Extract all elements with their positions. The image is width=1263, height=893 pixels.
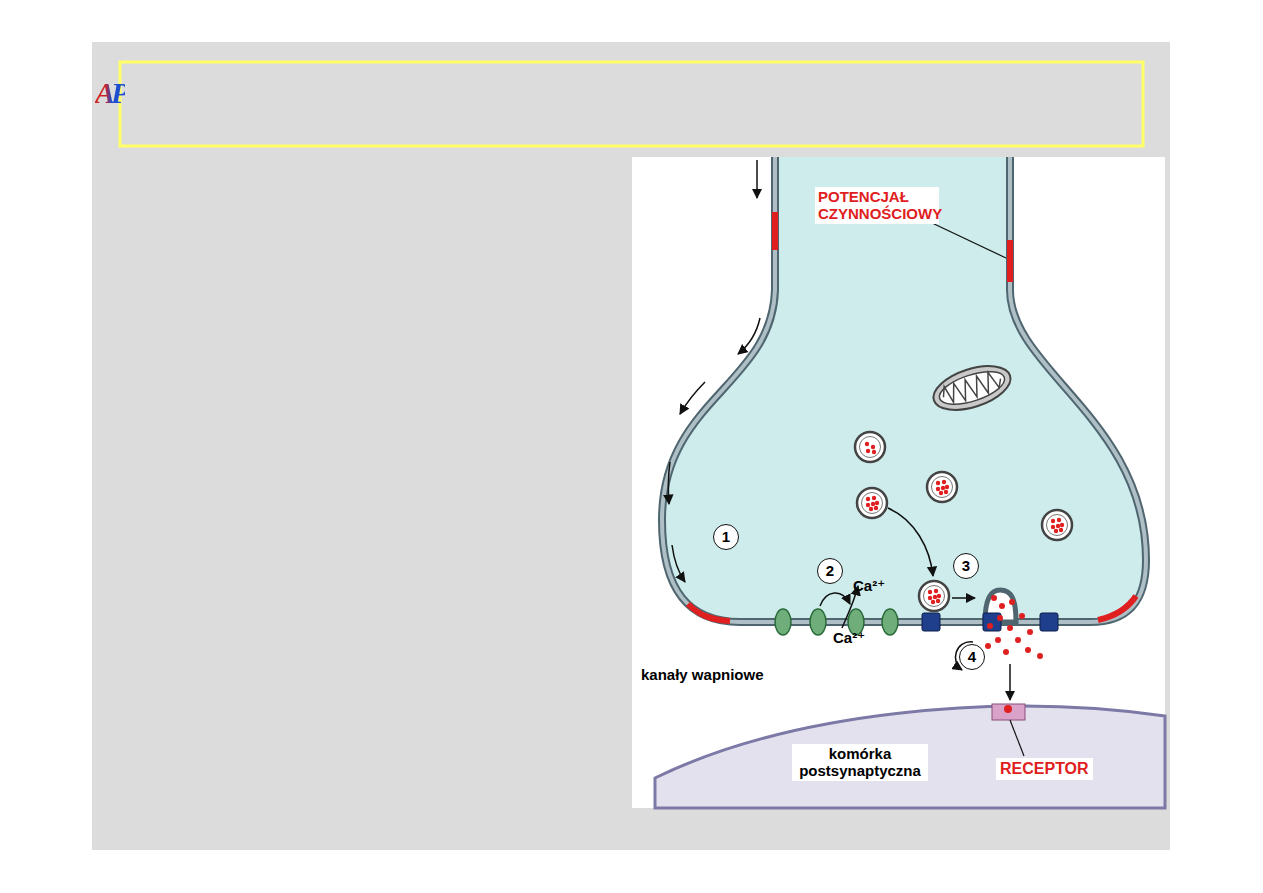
slide-ground xyxy=(92,42,1170,850)
snare-protein xyxy=(922,613,1058,631)
neurotransmitter xyxy=(1003,649,1009,655)
leader-line xyxy=(1010,720,1024,756)
leader-line xyxy=(930,222,1006,258)
part-label: kanały wapniowe xyxy=(641,667,764,684)
neurotransmitter xyxy=(997,615,1003,621)
mitochondrion xyxy=(928,358,1016,419)
neurotransmitter xyxy=(1019,613,1025,619)
propagation-arrow xyxy=(668,160,760,582)
part-label: komórka postsynaptyczna xyxy=(792,744,928,781)
synaptic-vesicle xyxy=(1042,510,1072,540)
callout-number: 2 xyxy=(817,558,843,584)
synaptic-vesicle xyxy=(855,432,885,462)
action-potential-label: POTENCJAŁ CZYNNOŚCIOWY xyxy=(815,187,939,224)
figure-panel xyxy=(632,157,1165,808)
callout-number: 3 xyxy=(953,553,979,579)
neurotransmitter xyxy=(1009,599,1015,605)
part-label: RECEPTOR xyxy=(996,758,1093,780)
bound-transmitter xyxy=(1004,705,1012,713)
synaptic-vesicle xyxy=(919,581,949,611)
ion-label: Ca²⁺ xyxy=(833,630,865,647)
neurotransmitter xyxy=(995,637,1001,643)
vesicle-arrow xyxy=(820,508,1010,700)
neurotransmitter xyxy=(1037,653,1043,659)
receptor xyxy=(992,704,1025,720)
neurotransmitter xyxy=(1025,647,1031,653)
callout-number: 1 xyxy=(713,524,739,550)
title-frame xyxy=(120,62,1143,146)
synaptic-vesicle xyxy=(857,488,887,518)
presynaptic-terminal xyxy=(662,157,1146,622)
neurotransmitter xyxy=(985,595,1043,659)
action-potential-segment xyxy=(688,212,1136,621)
synaptic-vesicle xyxy=(927,472,957,502)
neurotransmitter xyxy=(1007,625,1013,631)
neurotransmitter xyxy=(1027,629,1033,635)
neurotransmitter xyxy=(987,623,993,629)
neurotransmitter xyxy=(999,603,1005,609)
synaptic-vesicle xyxy=(855,432,1072,611)
neurotransmitter xyxy=(991,595,997,601)
ion-label: Ca²⁺ xyxy=(853,578,885,595)
neurotransmitter xyxy=(985,643,991,649)
postsynaptic-cell xyxy=(655,706,1165,808)
callout-number: 4 xyxy=(959,644,985,670)
neurotransmitter xyxy=(1015,637,1021,643)
logo: AP xyxy=(95,76,125,109)
